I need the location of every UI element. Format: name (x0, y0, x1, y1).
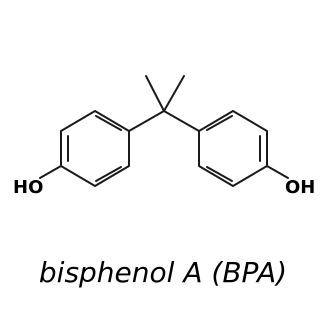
right-ring-double-bond-bottom (206, 166, 233, 182)
right-benzene-ring (198, 110, 289, 187)
right-hydroxyl-bond (266, 165, 289, 179)
left-hydroxyl-bond (39, 165, 62, 179)
left-ring-double-bond-bottom (95, 166, 122, 182)
methyl-bond-left (145, 75, 165, 112)
bridge-bond-left (128, 110, 165, 132)
left-benzene-ring (39, 110, 130, 187)
left-ring-double-bond-top (95, 115, 122, 131)
left-hydroxyl-label: HO (13, 177, 43, 198)
left-ring-outline (60, 110, 130, 187)
isopropylidene-bridge (128, 75, 200, 132)
bridge-bond-right (163, 110, 200, 132)
methyl-bond-right (163, 75, 185, 112)
right-hydroxyl-label: OH (285, 177, 315, 198)
molecule-caption: bisphenol A (BPA) (38, 256, 288, 289)
right-ring-double-bond-top (206, 115, 233, 131)
right-ring-outline (198, 110, 268, 187)
